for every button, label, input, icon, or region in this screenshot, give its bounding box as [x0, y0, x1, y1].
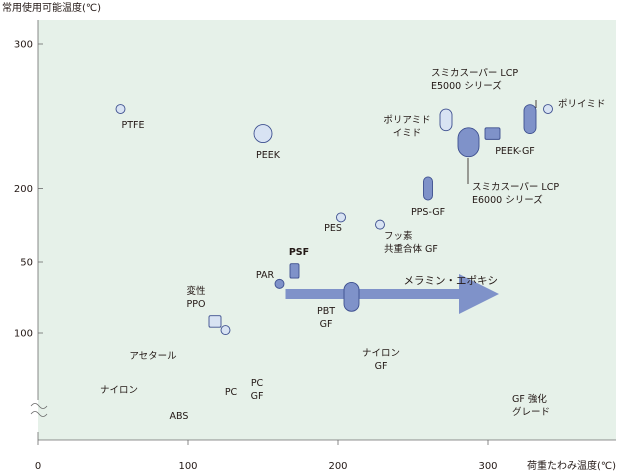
material-mark-15 — [457, 127, 480, 158]
material-mark-12 — [375, 219, 385, 230]
x-tick-label: 100 — [178, 461, 197, 472]
material-label-14: ポリアミドイミド — [383, 115, 430, 139]
material-mark-5 — [208, 315, 222, 328]
annotation-label: メラミン・エポキシ — [404, 275, 499, 287]
material-mark-19 — [343, 281, 360, 312]
x-tick-label: 200 — [328, 461, 347, 472]
annotation-layer: メラミン・エポキシ — [285, 273, 499, 314]
y-tick-label: 300 — [14, 40, 33, 51]
material-label-13: PPS-GF — [411, 207, 445, 218]
material-label-4: アセタール — [129, 351, 177, 362]
y-tick-label: 50 — [20, 258, 33, 269]
material-mark-7 — [220, 325, 231, 336]
leader-lines — [467, 100, 537, 184]
material-label-12: フッ素共重合体 GF — [384, 230, 438, 255]
x-tick-group: 0 100 200 300 — [35, 439, 616, 472]
y-tick-label: 200 — [14, 184, 33, 195]
material-mark-10 — [289, 263, 300, 279]
marks-layer — [115, 104, 553, 336]
material-label-0: PTFE — [122, 120, 145, 131]
y-axis-label: 常用使用可能温度(℃) — [2, 1, 101, 14]
material-mark-14 — [439, 108, 453, 132]
material-label-10: PSF — [289, 247, 309, 258]
material-label-3: ABS — [170, 411, 189, 422]
material-mark-11 — [336, 212, 346, 223]
material-mark-13 — [423, 176, 433, 201]
axis-break-icon — [30, 403, 48, 417]
material-label-2: ナイロン — [100, 385, 138, 396]
material-label-16: PEEK-GF — [495, 146, 535, 157]
material-label-6: PC — [225, 387, 238, 398]
material-mark-0 — [115, 104, 126, 114]
material-label-21: GF 強化グレード — [512, 393, 550, 418]
material-label-11: PES — [324, 223, 342, 234]
material-mark-9 — [274, 278, 285, 289]
material-mark-18 — [543, 104, 553, 114]
material-label-1: PEEK — [256, 150, 281, 161]
material-mark-1 — [253, 124, 273, 144]
x-axis-label: 荷重たわみ温度(℃) — [527, 459, 616, 472]
plot-area — [38, 20, 616, 440]
y-tick-label: 100 — [14, 329, 33, 340]
material-label-9: PAR — [256, 270, 275, 281]
material-mark-17 — [523, 104, 537, 135]
x-tick-label: 300 — [478, 461, 497, 472]
material-mark-16 — [484, 127, 501, 140]
material-label-18: ポリイミド — [558, 99, 606, 110]
y-tick-group: 50 100 200 300 — [14, 40, 43, 340]
x-tick-label: 0 — [35, 461, 41, 472]
